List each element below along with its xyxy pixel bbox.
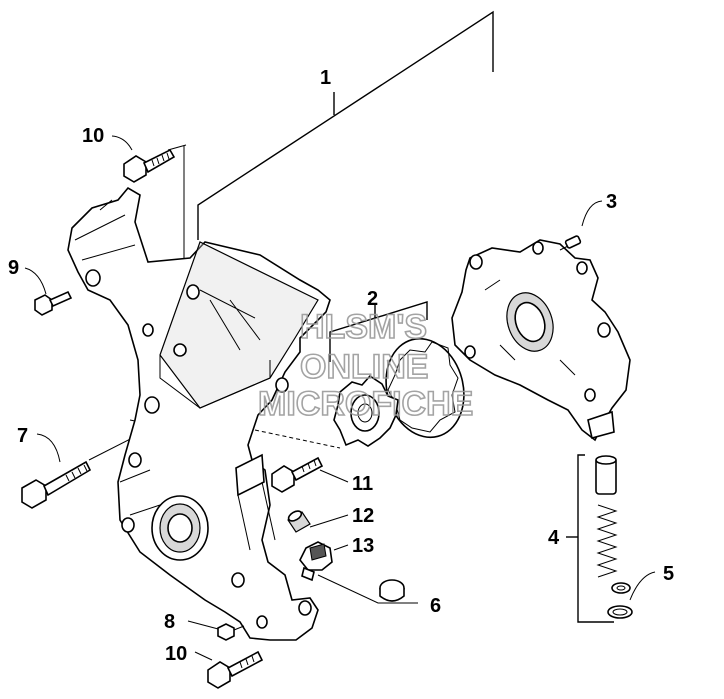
watermark: HLSM'S ONLINE MICROFICHE — [257, 307, 474, 424]
oil-pump-rotors — [333, 337, 465, 447]
callout-9: 9 — [8, 257, 19, 279]
bolt-7 — [21, 460, 92, 509]
bolt-10-top — [123, 148, 176, 183]
callout-11: 11 — [352, 473, 373, 495]
relief-valve-assembly — [595, 455, 618, 578]
callout-7: 7 — [17, 425, 28, 447]
callout-6: 6 — [430, 595, 441, 617]
watermark-line-2: ONLINE — [300, 348, 428, 386]
callout-8: 8 — [164, 611, 175, 633]
callout-labels: 1 2 3 4 5 6 7 8 9 10 10 11 12 13 — [8, 67, 674, 665]
callout-1: 1 — [320, 67, 331, 89]
bolt-9 — [34, 290, 73, 316]
callout-4: 4 — [548, 527, 560, 549]
bolt-10-bottom — [207, 650, 264, 689]
bolt-8 — [217, 623, 245, 641]
plug-6 — [379, 579, 405, 602]
dowel-12 — [287, 510, 311, 533]
callout-2: 2 — [367, 288, 378, 310]
callout-10-top: 10 — [82, 125, 104, 147]
callout-3: 3 — [606, 191, 617, 213]
callout-5: 5 — [663, 563, 674, 585]
washer-and-circlip — [607, 582, 633, 619]
callout-12: 12 — [352, 505, 374, 527]
screw-part-3 — [559, 235, 582, 251]
watermark-line-3: MICROFICHE — [258, 385, 473, 423]
watermark-line-1: HLSM'S — [300, 308, 427, 346]
bolt-11 — [271, 456, 324, 493]
pressure-switch-13 — [299, 541, 333, 582]
callout-10-bottom: 10 — [165, 643, 187, 665]
callout-13: 13 — [352, 535, 374, 557]
oil-pump-housing — [451, 239, 631, 442]
timing-cover — [67, 186, 331, 641]
